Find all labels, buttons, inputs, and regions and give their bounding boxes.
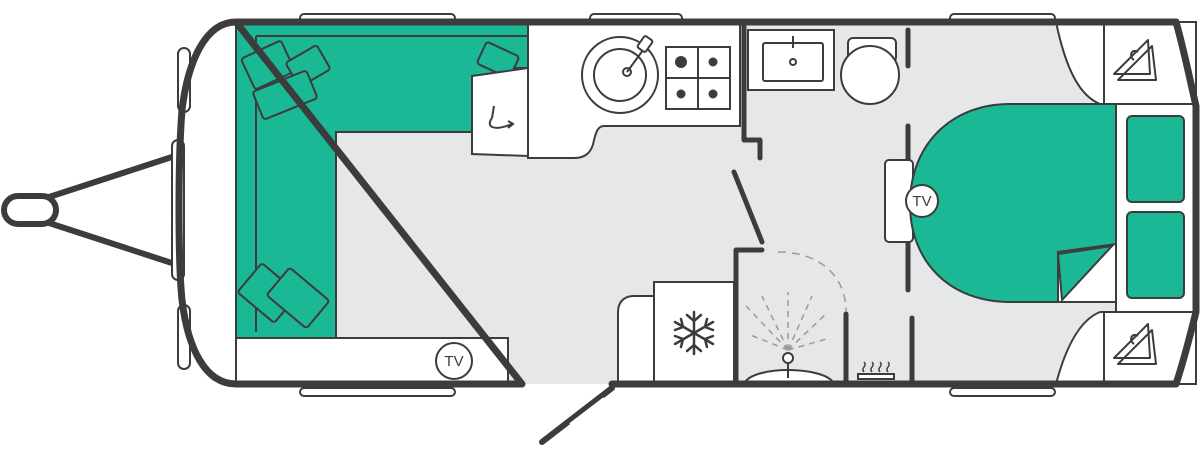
cushions-front-corner — [237, 263, 330, 329]
front-sideboard: TV — [235, 337, 509, 385]
fridge-cabinet — [617, 281, 735, 385]
outer-wall — [175, 18, 1200, 388]
snowflake-icon — [673, 310, 715, 356]
sink-icon — [581, 35, 659, 114]
coat-hanger-icon — [1113, 323, 1157, 365]
corner-cabinet — [471, 66, 529, 158]
tv-lounge-label: TV — [444, 353, 463, 370]
heater-icon — [857, 361, 895, 380]
wardrobes — [1054, 21, 1197, 385]
coat-hanger-icon — [1113, 39, 1157, 81]
tv-bedroom-label: TV — [912, 193, 931, 210]
tow-hitch — [1, 152, 181, 268]
island-bed: TV — [905, 103, 1117, 303]
washroom-partition — [731, 19, 915, 387]
washroom-fixtures — [747, 29, 900, 105]
kitchen-counter — [527, 21, 741, 159]
entry-door — [539, 385, 615, 445]
hob-icon — [665, 46, 731, 110]
toilet-icon — [840, 37, 900, 105]
headboard — [1115, 103, 1197, 315]
